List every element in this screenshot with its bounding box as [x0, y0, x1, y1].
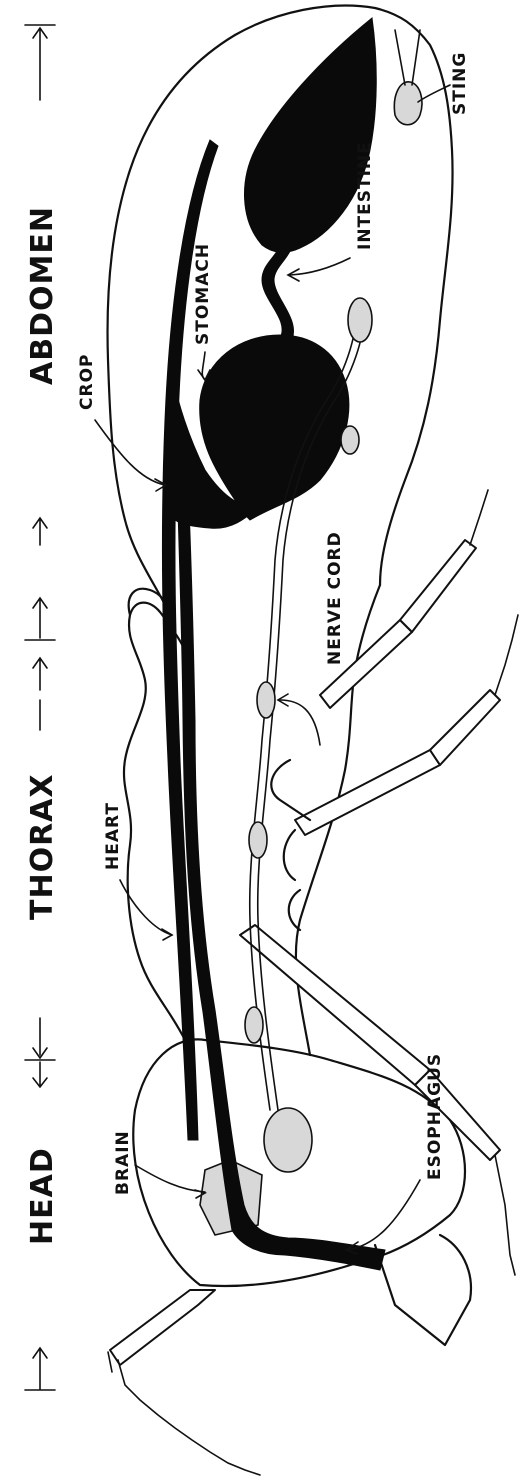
- ganglion: [245, 1007, 263, 1043]
- intestine: [262, 238, 294, 340]
- ganglion: [264, 1108, 312, 1172]
- label-stomach: STOMACH: [193, 243, 213, 345]
- label-esophagus: ESOPHAGUS: [425, 1053, 445, 1180]
- region-label-thorax: THORAX: [25, 773, 60, 920]
- ganglion: [249, 822, 267, 858]
- ganglion: [341, 426, 359, 454]
- region-labels: HEAD THORAX ABDOMEN: [25, 206, 60, 1245]
- region-label-head: HEAD: [25, 1147, 60, 1245]
- label-brain: BRAIN: [113, 1130, 133, 1195]
- label-heart: HEART: [103, 802, 123, 870]
- ganglion: [348, 298, 372, 342]
- label-nerve-cord: NERVE CORD: [325, 531, 345, 665]
- sting: [394, 82, 422, 125]
- label-sting: STING: [450, 52, 470, 115]
- ganglion: [257, 682, 275, 718]
- region-label-abdomen: ABDOMEN: [25, 206, 60, 385]
- antenna: [108, 1290, 260, 1475]
- label-crop: CROP: [77, 354, 97, 410]
- label-intestine: INTESTINE: [355, 141, 375, 250]
